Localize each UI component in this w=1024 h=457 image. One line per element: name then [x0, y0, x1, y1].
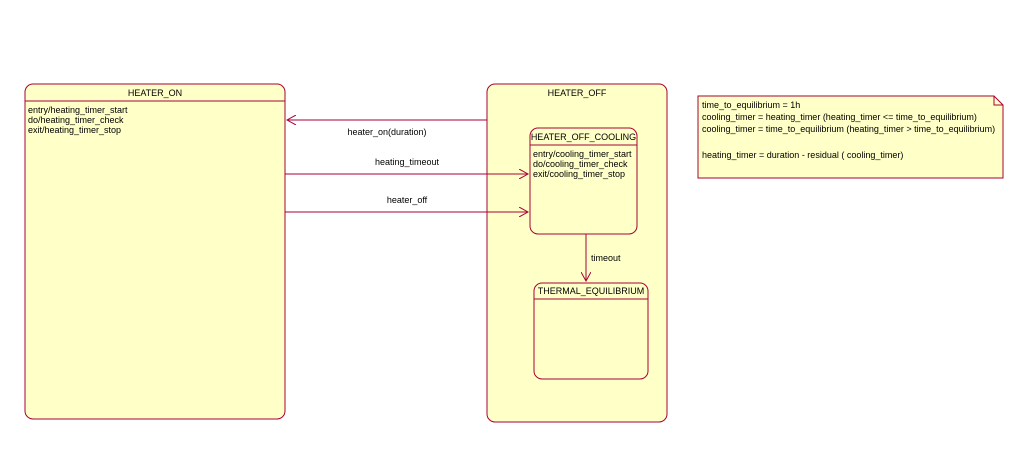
- transition-heater-off[interactable]: heater_off: [285, 195, 528, 212]
- state-heater-on-do: do/heating_timer_check: [28, 115, 124, 125]
- state-heater-on-name: HEATER_ON: [128, 88, 182, 98]
- note-line: heating_timer = duration - residual ( co…: [702, 150, 903, 160]
- transition-timeout[interactable]: timeout: [586, 234, 621, 281]
- transition-heater-on-duration-label: heater_on(duration): [347, 127, 426, 137]
- transition-timeout-label: timeout: [591, 253, 621, 263]
- state-heater-on-entry: entry/heating_timer_start: [28, 105, 128, 115]
- note[interactable]: time_to_equilibrium = 1h cooling_timer =…: [697, 95, 1004, 179]
- state-thermal-equilibrium-name: THERMAL_EQUILIBRIUM: [538, 286, 645, 296]
- state-heater-off-name: HEATER_OFF: [548, 88, 607, 98]
- state-heater-off-cooling-name: HEATER_OFF_COOLING: [531, 132, 636, 142]
- transition-heater-off-label: heater_off: [387, 195, 428, 205]
- state-heater-on[interactable]: HEATER_ON entry/heating_timer_start do/h…: [24, 83, 286, 420]
- note-line: cooling_timer = heating_timer (heating_t…: [702, 112, 977, 122]
- note-line: cooling_timer = time_to_equilibrium (hea…: [702, 124, 995, 134]
- state-cooling-exit: exit/cooling_timer_stop: [533, 169, 625, 179]
- transition-heater-on-duration[interactable]: heater_on(duration): [287, 120, 487, 137]
- state-heater-off-cooling[interactable]: HEATER_OFF_COOLING entry/cooling_timer_s…: [529, 127, 638, 235]
- state-thermal-equilibrium[interactable]: THERMAL_EQUILIBRIUM: [533, 282, 649, 380]
- transition-heating-timeout[interactable]: heating_timeout: [285, 157, 528, 174]
- note-line: time_to_equilibrium = 1h: [702, 100, 800, 110]
- state-cooling-entry: entry/cooling_timer_start: [533, 149, 632, 159]
- transition-heating-timeout-label: heating_timeout: [375, 157, 440, 167]
- state-heater-on-exit: exit/heating_timer_stop: [28, 125, 121, 135]
- state-cooling-do: do/cooling_timer_check: [533, 159, 628, 169]
